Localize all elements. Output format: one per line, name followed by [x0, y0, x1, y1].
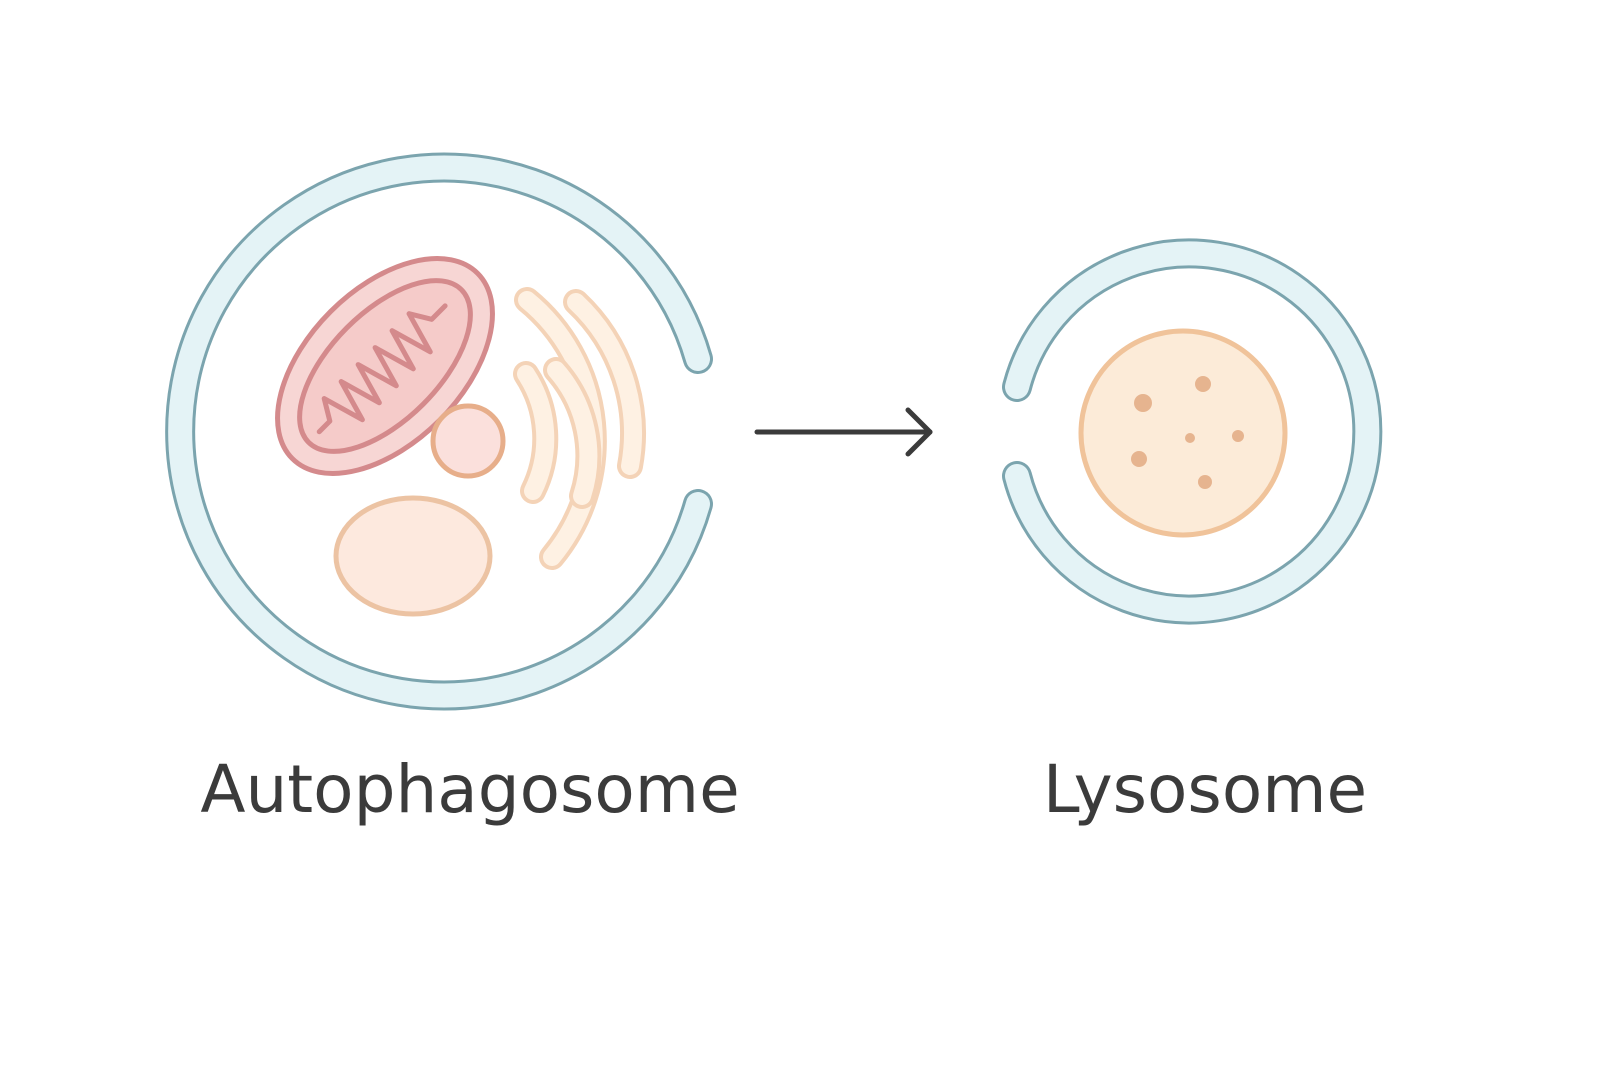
- golgi-apparatus: [513, 287, 646, 570]
- autophagosome: [165, 152, 713, 711]
- lysosome-particles: [1131, 376, 1244, 489]
- lysosome-lumen: [1078, 328, 1288, 538]
- lysosome-label: Lysosome: [1042, 751, 1368, 828]
- right-arrow-icon: [754, 407, 933, 457]
- oval-organelle: [333, 495, 493, 617]
- mitochondrion-cristae: [316, 303, 448, 435]
- round-organelle: [430, 403, 506, 479]
- lysosome: [1002, 238, 1383, 625]
- autophagosome-label: Autophagosome: [200, 751, 740, 828]
